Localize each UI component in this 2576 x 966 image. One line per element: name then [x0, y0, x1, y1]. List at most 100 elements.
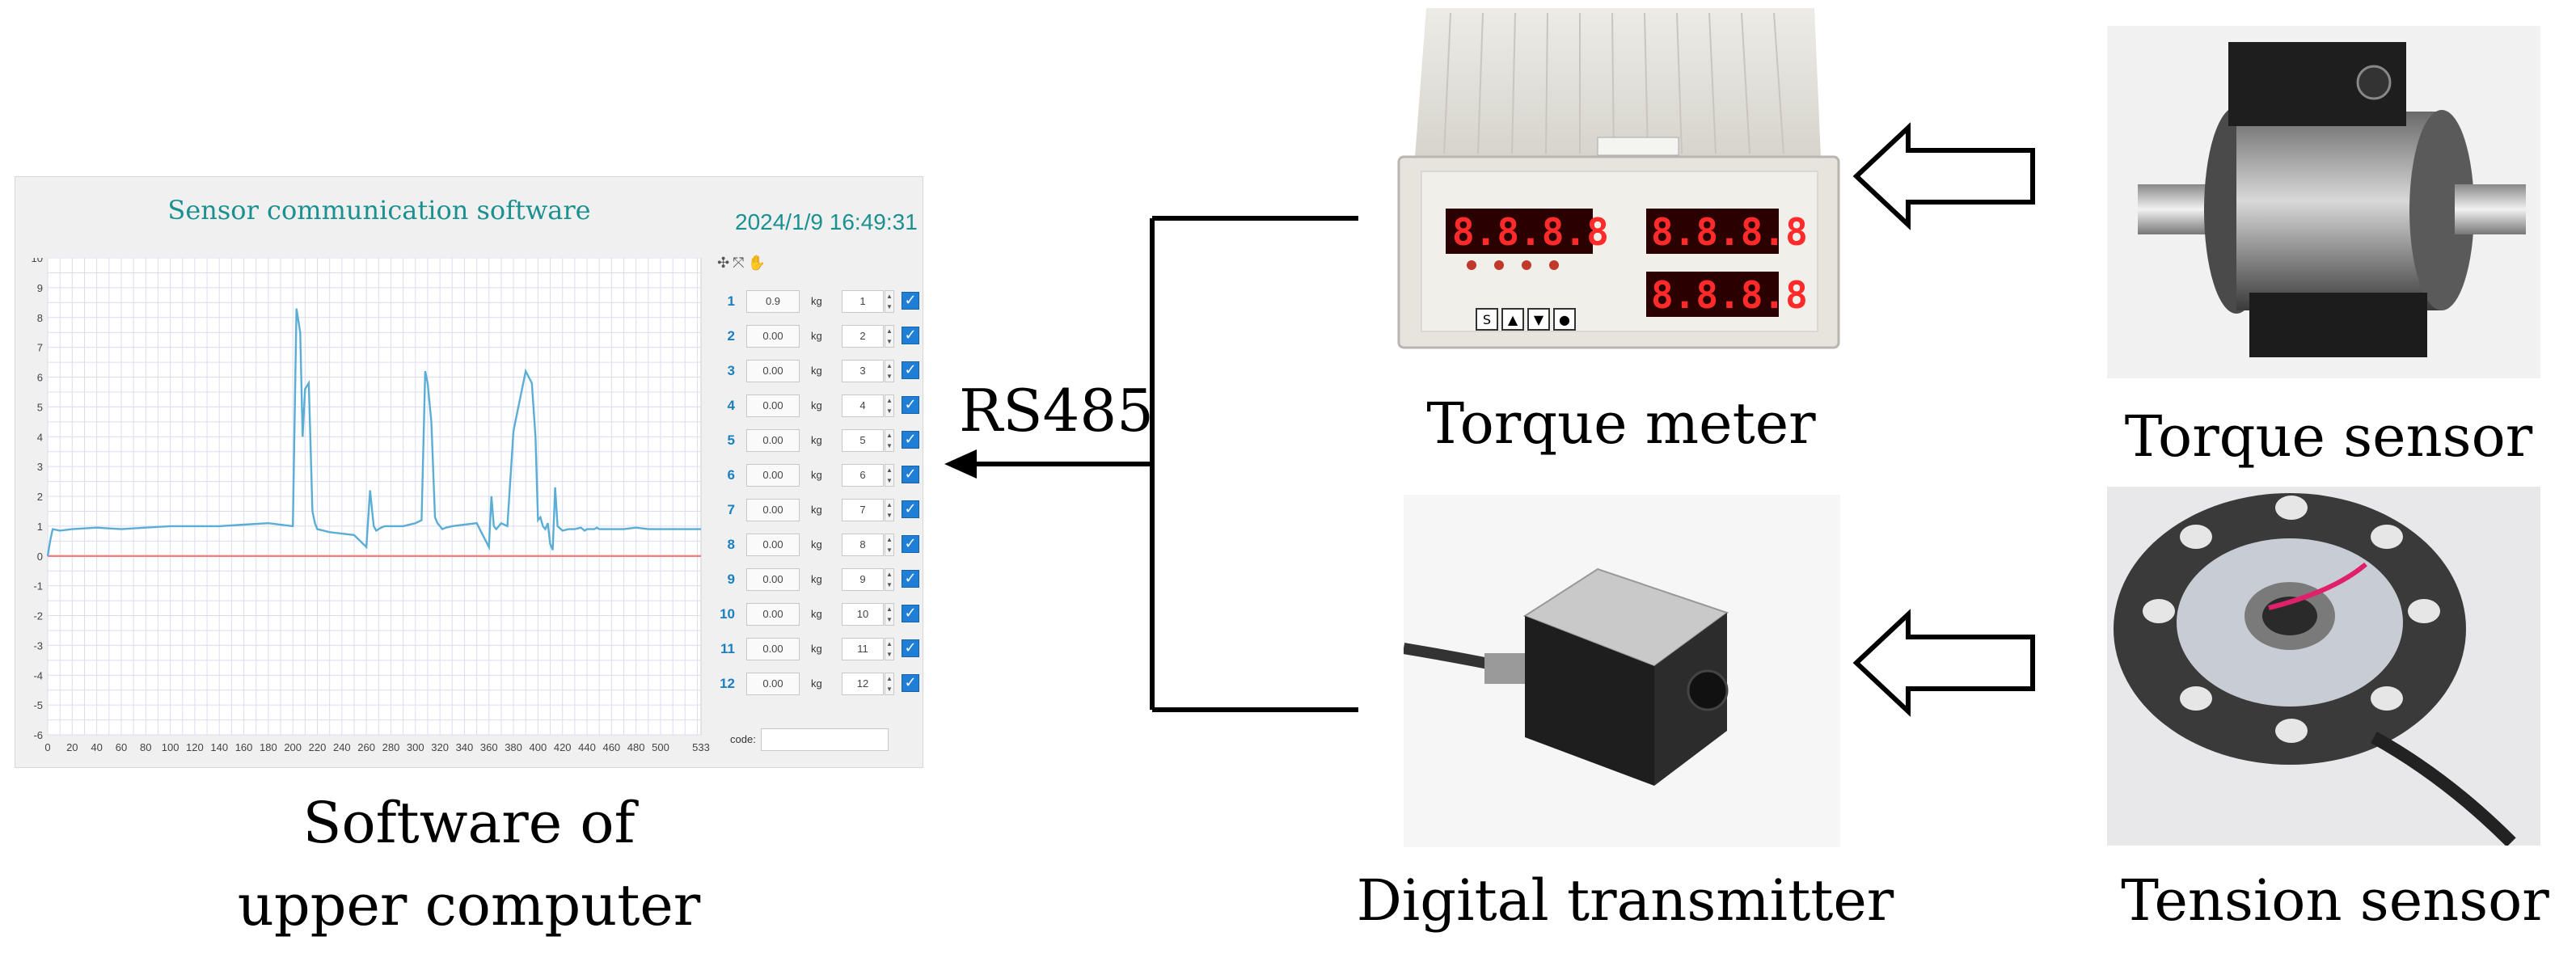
- channel-spinbox[interactable]: 7: [842, 499, 884, 521]
- torque-meter-button-down-label: ▼: [1534, 312, 1544, 327]
- torque-meter-button-enter[interactable]: [1553, 308, 1576, 331]
- channel-number: 9: [727, 572, 735, 587]
- x-tick-label: 460: [602, 741, 620, 753]
- torque-meter-button-up[interactable]: [1501, 308, 1524, 331]
- software-datetime: 2024/1/9 16:49:31: [735, 209, 918, 234]
- x-tick-label: 533: [692, 741, 710, 753]
- channel-number: 8: [727, 537, 735, 552]
- x-tick-label: 440: [578, 741, 596, 753]
- y-tick-label: 5: [37, 401, 43, 413]
- channel-spinbox[interactable]: 5: [842, 429, 884, 452]
- channel-number: 1: [727, 293, 735, 309]
- channel-checkbox[interactable]: ✓: [902, 396, 919, 414]
- channel-spinbox[interactable]: 4: [842, 394, 884, 417]
- torque-meter-display-1: 8.8.8.8: [1452, 210, 1609, 254]
- channel-checkbox[interactable]: ✓: [902, 431, 919, 449]
- y-tick-label: -6: [33, 729, 43, 741]
- chart-toolbar: ✣⤧✋: [717, 255, 769, 272]
- y-tick-label: 6: [37, 372, 43, 384]
- spin-arrows-icon[interactable]: ▲▼: [885, 325, 894, 348]
- channel-unit: kg: [811, 677, 822, 690]
- channel-number: 4: [727, 398, 735, 413]
- cursor-icon[interactable]: ✣: [717, 255, 733, 272]
- spin-arrows-icon[interactable]: ▲▼: [885, 290, 894, 313]
- channel-checkbox[interactable]: ✓: [902, 500, 919, 518]
- spin-arrows-icon[interactable]: ▲▼: [885, 534, 894, 556]
- channel-spinbox[interactable]: 10: [842, 603, 884, 626]
- chart-grid: [47, 258, 701, 736]
- x-tick-label: 400: [530, 741, 547, 753]
- x-tick-label: 60: [116, 741, 127, 753]
- channel-spinbox[interactable]: 11: [842, 638, 884, 660]
- x-tick-label: 420: [554, 741, 572, 753]
- rs485-label: RS485: [959, 377, 1154, 445]
- channel-checkbox[interactable]: ✓: [902, 535, 919, 553]
- pan-icon[interactable]: ✋: [747, 255, 769, 272]
- spin-arrows-icon[interactable]: ▲▼: [885, 464, 894, 487]
- channel-spinbox[interactable]: 1: [842, 290, 884, 313]
- y-tick-label: -5: [33, 699, 43, 711]
- y-tick-label: 3: [37, 461, 43, 473]
- digital-transmitter-photo: [1404, 495, 1840, 847]
- channel-spinbox[interactable]: 6: [842, 464, 884, 487]
- channel-number: 2: [727, 328, 735, 344]
- y-tick-label: 4: [37, 431, 43, 443]
- torque-meter-button-up-label: ▲: [1508, 312, 1518, 327]
- channel-number: 12: [720, 676, 735, 691]
- channel-value: 0.00: [746, 394, 800, 417]
- channel-spinbox[interactable]: 9: [842, 568, 884, 591]
- channel-checkbox[interactable]: ✓: [902, 639, 919, 657]
- x-tick-label: 0: [44, 741, 50, 753]
- spin-arrows-icon[interactable]: ▲▼: [885, 568, 894, 591]
- channel-checkbox[interactable]: ✓: [902, 292, 919, 310]
- torque-meter-button-down[interactable]: [1527, 308, 1550, 331]
- code-input[interactable]: [761, 728, 889, 751]
- channel-spinbox[interactable]: 12: [842, 673, 884, 695]
- torque-meter-button-s-label: S: [1483, 312, 1491, 327]
- channel-spinbox[interactable]: 2: [842, 325, 884, 348]
- x-tick-label: 320: [431, 741, 449, 753]
- channel-value: 0.9: [746, 290, 800, 313]
- spin-arrows-icon[interactable]: ▲▼: [885, 499, 894, 521]
- torque-meter-button-s[interactable]: [1476, 308, 1498, 331]
- channel-spinbox[interactable]: 3: [842, 360, 884, 382]
- tension-sensor-caption: Tension sensor: [2121, 867, 2549, 934]
- y-tick-label: 9: [37, 282, 43, 294]
- channel-checkbox[interactable]: ✓: [902, 605, 919, 622]
- x-tick-label: 360: [480, 741, 498, 753]
- spin-arrows-icon[interactable]: ▲▼: [885, 394, 894, 417]
- channel-unit: kg: [811, 295, 822, 307]
- code-label: code:: [730, 733, 756, 745]
- channel-value: 0.00: [746, 499, 800, 521]
- channel-checkbox[interactable]: ✓: [902, 327, 919, 344]
- channel-value: 0.00: [746, 534, 800, 556]
- software-caption-line1: Software of: [302, 790, 636, 856]
- spin-arrows-icon[interactable]: ▲▼: [885, 673, 894, 695]
- y-tick-label: 7: [37, 342, 43, 354]
- channel-checkbox[interactable]: ✓: [902, 361, 919, 379]
- tension-sensor-photo: [2107, 487, 2540, 846]
- x-tick-label: 380: [505, 741, 522, 753]
- channel-checkbox[interactable]: ✓: [902, 570, 919, 588]
- channel-number: 3: [727, 363, 735, 378]
- spin-arrows-icon[interactable]: ▲▼: [885, 429, 894, 452]
- x-tick-label: 80: [140, 741, 151, 753]
- channel-spinbox[interactable]: 8: [842, 534, 884, 556]
- spin-arrows-icon[interactable]: ▲▼: [885, 360, 894, 382]
- spin-arrows-icon[interactable]: ▲▼: [885, 603, 894, 626]
- x-tick-label: 200: [284, 741, 302, 753]
- channel-unit: kg: [811, 330, 822, 342]
- channel-checkbox[interactable]: ✓: [902, 466, 919, 483]
- x-tick-label: 120: [186, 741, 204, 753]
- channel-checkbox[interactable]: ✓: [902, 674, 919, 692]
- spin-arrows-icon[interactable]: ▲▼: [885, 638, 894, 660]
- zoom-icon[interactable]: ⤧: [733, 255, 748, 272]
